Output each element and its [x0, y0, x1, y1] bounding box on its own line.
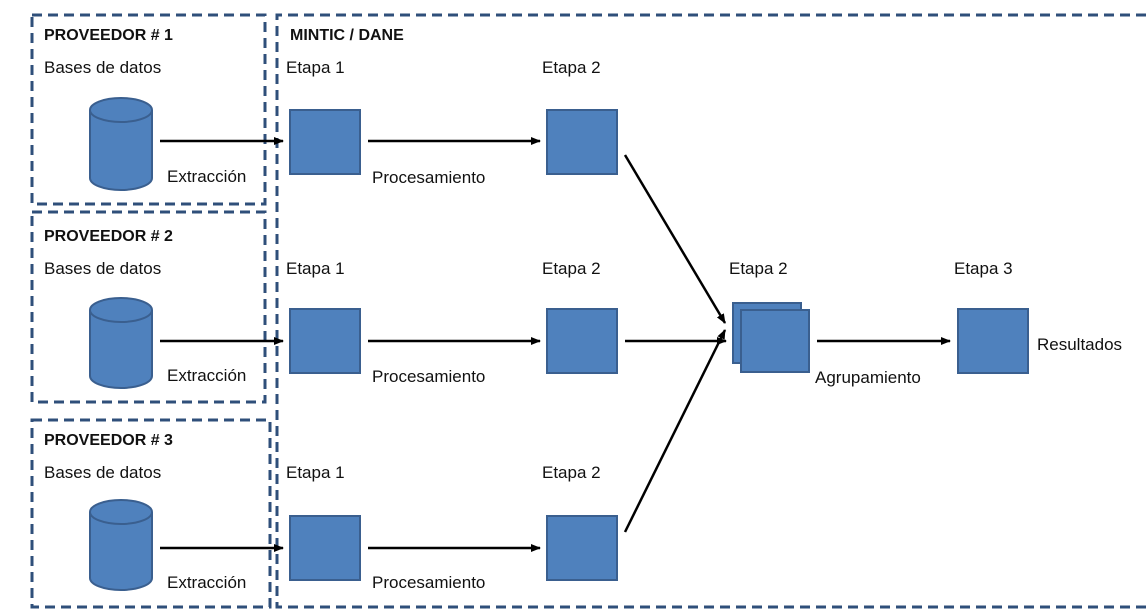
row-3-stage2-box: [546, 515, 618, 581]
final-stage-label: Etapa 3: [954, 259, 1013, 278]
processing-label-2: Procesamiento: [372, 367, 485, 386]
provider-2-subtitle: Bases de datos: [44, 259, 161, 278]
mintic-title: MINTIC / DANE: [290, 27, 404, 44]
row-3-stage2-label: Etapa 2: [542, 463, 601, 482]
database-icon: [89, 97, 153, 191]
row-2-stage2-label: Etapa 2: [542, 259, 601, 278]
extraction-label-2: Extracción: [167, 366, 246, 385]
database-icon: [89, 499, 153, 591]
extraction-label-1: Extracción: [167, 167, 246, 186]
provider-3-title: PROVEEDOR # 3: [44, 432, 173, 449]
provider-1-title: PROVEEDOR # 1: [44, 27, 173, 44]
provider-1-box: [30, 13, 267, 206]
merge-arrow-3: [623, 329, 727, 533]
row-2-stage1-label: Etapa 1: [286, 259, 345, 278]
processing-label-3: Procesamiento: [372, 573, 485, 592]
provider-2-title: PROVEEDOR # 2: [44, 228, 173, 245]
database-icon: [89, 297, 153, 389]
row-1-stage1-label: Etapa 1: [286, 58, 345, 77]
row-1-stage2-label: Etapa 2: [542, 58, 601, 77]
final-stage-box: [957, 308, 1029, 374]
provider-2-box: [30, 210, 267, 404]
row-2-stage2-box: [546, 308, 618, 374]
row-3-stage1-box: [289, 515, 361, 581]
extraction-label-3: Extracción: [167, 573, 246, 592]
row-1-stage1-box: [289, 109, 361, 175]
row-2-stage1-box: [289, 308, 361, 374]
row-3-stage1-label: Etapa 1: [286, 463, 345, 482]
merge-stage-label: Etapa 2: [729, 259, 788, 278]
mintic-box: [275, 13, 1146, 609]
merge-stack-box: [732, 302, 810, 373]
provider-1-subtitle: Bases de datos: [44, 58, 161, 77]
row-1-stage2-box: [546, 109, 618, 175]
provider-3-subtitle: Bases de datos: [44, 463, 161, 482]
result-label: Resultados: [1037, 335, 1122, 354]
grouping-label: Agrupamiento: [815, 368, 921, 387]
merge-arrow-1: [623, 154, 727, 324]
processing-label-1: Procesamiento: [372, 168, 485, 187]
provider-3-box: [30, 418, 272, 609]
